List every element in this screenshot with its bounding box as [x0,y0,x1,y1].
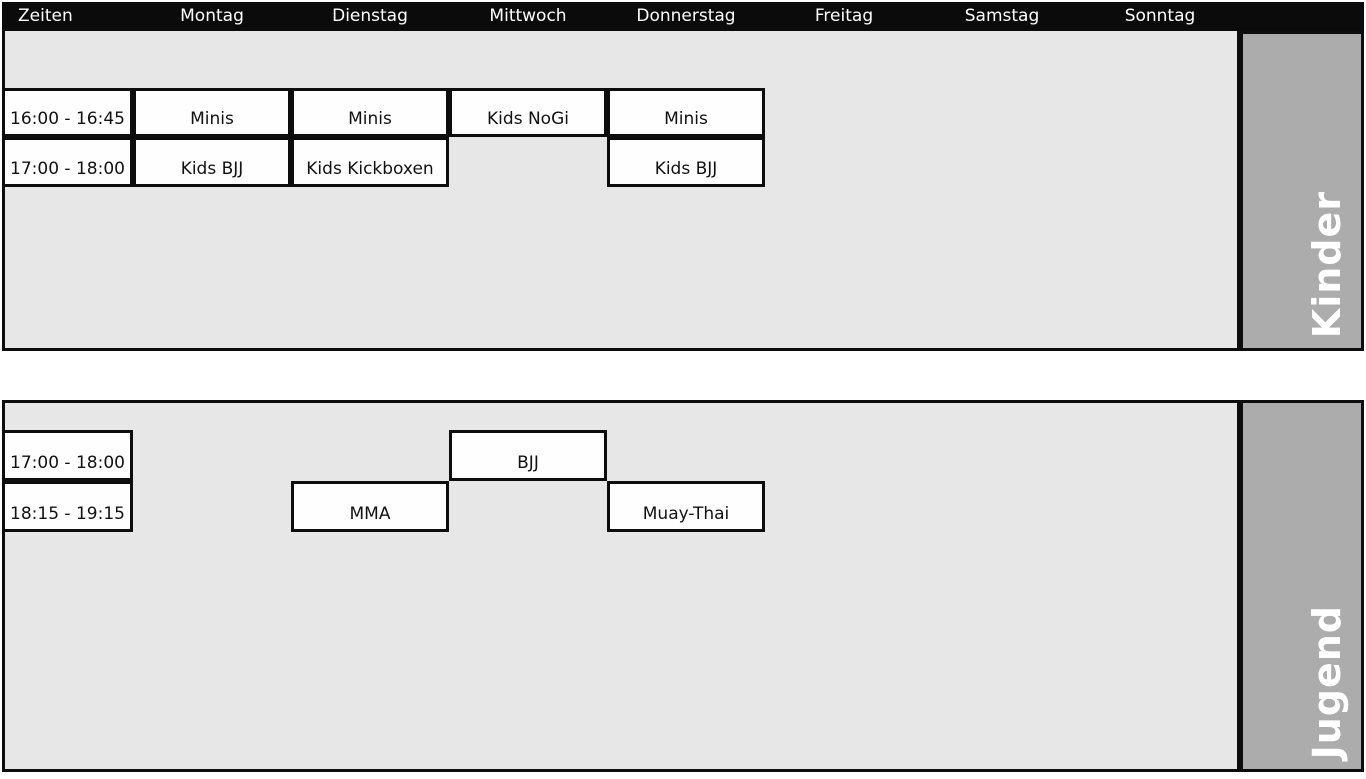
event-cell-jugend-mittwoch-0: BJJ [449,430,607,481]
sidebar-jugend-label: Jugend [1305,604,1349,759]
sidebar-kinder-label: Kinder [1305,190,1349,338]
header-day-donnerstag: Donnerstag [636,6,736,26]
header-day-montag: Montag [180,6,244,26]
header-day-samstag: Samstag [964,6,1040,26]
header-day-sonntag: Sonntag [1124,6,1196,26]
event-cell-kinder-mittwoch-0: Kids NoGi [449,88,607,137]
event-cell-jugend-dienstag-1: MMA [291,481,449,532]
event-cell-kinder-montag-0: Minis [133,88,291,137]
header-day-freitag: Freitag [814,6,874,26]
event-cell-kinder-donnerstag-0: Minis [607,88,765,137]
header-day-dienstag: Dienstag [332,6,408,26]
event-cell-jugend-donnerstag-1: Muay-Thai [607,481,765,532]
sidebar-jugend: Jugend [1240,400,1364,772]
event-cell-kinder-montag-1: Kids BJJ [133,137,291,187]
time-cell-kinder-1: 17:00 - 18:00 [2,137,133,187]
event-cell-kinder-donnerstag-1: Kids BJJ [607,137,765,187]
event-cell-kinder-dienstag-1: Kids Kickboxen [291,137,449,187]
sidebar-kinder: Kinder [1240,31,1364,351]
section-kinder-panel [2,31,1240,351]
section-jugend-panel [2,400,1240,772]
header-day-mittwoch: Mittwoch [489,6,567,26]
weekday-header-bar: Zeiten Montag Dienstag Mittwoch Donnerst… [2,2,1364,31]
time-cell-jugend-0: 17:00 - 18:00 [2,430,133,481]
event-cell-kinder-dienstag-0: Minis [291,88,449,137]
time-cell-jugend-1: 18:15 - 19:15 [2,481,133,532]
time-cell-kinder-0: 16:00 - 16:45 [2,88,133,137]
header-time-column-label: Zeiten [18,6,73,26]
